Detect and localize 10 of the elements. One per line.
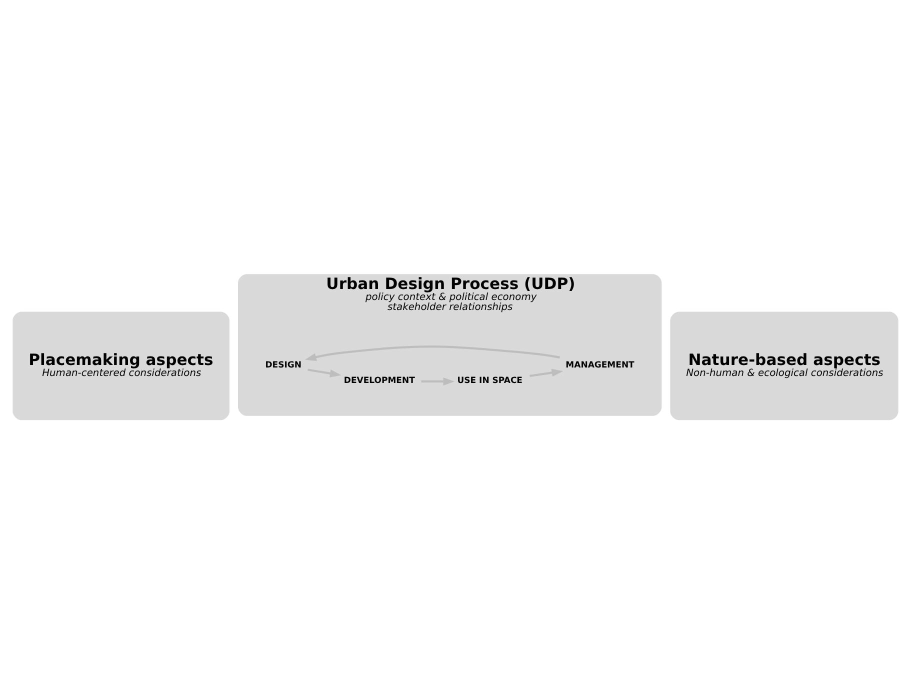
node-text: DEVELOPMENT (344, 375, 415, 386)
node-text: DESIGN (265, 360, 302, 370)
arrow (530, 368, 564, 376)
node-text: USE IN SPACE (457, 375, 523, 386)
node-box: Nature-based aspects Non-human & ecological considerations (670, 311, 898, 420)
arrow (421, 377, 455, 385)
node-text: MANAGEMENT (566, 360, 634, 370)
arrow (308, 368, 342, 377)
arrow (304, 345, 560, 360)
node-box: Placemaking aspects Human-centered considerations (12, 311, 230, 420)
